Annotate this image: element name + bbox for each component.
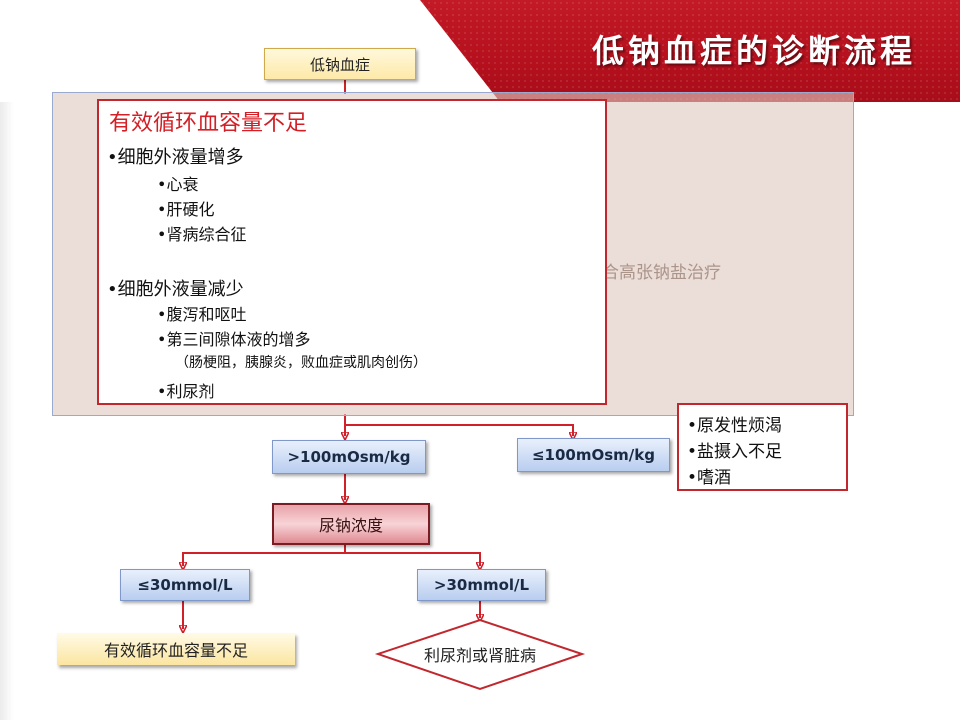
result-high-diamond <box>374 618 586 691</box>
connector-to-na-high <box>345 552 480 566</box>
banner-texture <box>420 0 960 102</box>
node-osm-high: >100mOsm/kg <box>272 440 426 474</box>
node-osm-high-label: >100mOsm/kg <box>287 448 411 466</box>
list-item: •利尿剂 <box>157 382 215 401</box>
list-item: •嗜酒 <box>687 468 732 488</box>
node-osm-low: ≤100mOsm/kg <box>517 438 670 472</box>
list-item-note: （肠梗阻，胰腺炎，败血症或肌肉创伤） <box>175 355 427 371</box>
node-osm-low-label: ≤100mOsm/kg <box>531 446 655 464</box>
node-result-low-label: 有效循环血容量不足 <box>103 641 248 660</box>
info-panel: 有效循环血容量不足 •细胞外液量增多 •心衰 •肝硬化 •肾病综合征 •细胞外液… <box>97 99 607 405</box>
connector-split-osm <box>344 414 573 436</box>
list-item: •第三间隙体液的增多 <box>157 330 311 349</box>
node-na-low-label: ≤30mmol/L <box>137 576 233 594</box>
page-title: 低钠血症的诊断流程 <box>591 32 916 70</box>
overlay-partial-text: 合高张钠盐治疗 <box>602 263 721 283</box>
group-label-increase: •细胞外液量增多 <box>107 147 244 168</box>
node-result-high: 利尿剂或肾脏病 <box>400 642 560 666</box>
group-label-decrease: •细胞外液量减少 <box>107 279 244 300</box>
node-na-low: ≤30mmol/L <box>120 569 250 601</box>
node-urine-sodium: 尿钠浓度 <box>272 503 430 545</box>
root-node: 低钠血症 <box>264 48 416 80</box>
side-panel: •原发性烦渴 •盐摄入不足 •嗜酒 <box>677 403 848 491</box>
connector-split-na <box>183 545 346 566</box>
list-item: •肾病综合征 <box>157 225 247 244</box>
list-item: •心衰 <box>157 175 199 194</box>
node-na-high: >30mmol/L <box>417 569 546 601</box>
info-heading: 有效循环血容量不足 <box>109 111 308 136</box>
node-result-low: 有效循环血容量不足 <box>57 633 295 665</box>
node-urine-sodium-label: 尿钠浓度 <box>318 516 383 535</box>
node-na-high-label: >30mmol/L <box>433 576 530 594</box>
list-item: •肝硬化 <box>157 200 215 219</box>
node-result-high-label: 利尿剂或肾脏病 <box>423 646 536 665</box>
left-edge-shadow <box>0 102 14 720</box>
banner-white-wedge <box>0 0 500 102</box>
list-item: •腹泻和呕吐 <box>157 305 247 324</box>
list-item: •盐摄入不足 <box>687 442 783 462</box>
root-node-label: 低钠血症 <box>309 55 370 74</box>
list-item: •原发性烦渴 <box>687 416 783 436</box>
